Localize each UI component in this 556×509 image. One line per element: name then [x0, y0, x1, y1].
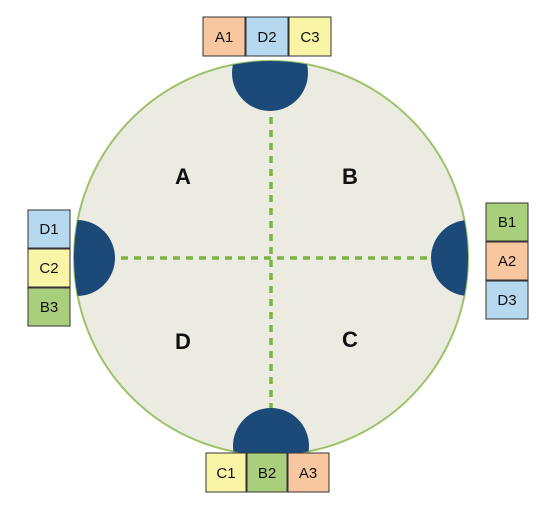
box-left-1-label: C2 [39, 260, 58, 277]
box-left-2 [27, 287, 71, 327]
box-bottom-2 [287, 452, 330, 493]
node-right [431, 220, 468, 296]
node-bottom-boxes: C1 B2 A3 [205, 452, 330, 493]
box-right-0 [485, 202, 529, 242]
box-left-1 [27, 248, 71, 288]
box-top-0 [202, 16, 246, 57]
quadrant-label-a: A [175, 164, 191, 189]
node-right-boxes: B1 A2 D3 [485, 202, 529, 320]
box-bottom-1-label: B2 [258, 465, 276, 482]
box-bottom-0 [205, 452, 247, 493]
box-right-0-label: B1 [498, 214, 516, 231]
box-right-1-label: A2 [498, 253, 516, 270]
node-top-boxes: A1 D2 C3 [202, 16, 332, 57]
box-bottom-0-label: C1 [216, 465, 235, 482]
box-top-2 [288, 16, 332, 57]
quadrant-label-b: B [342, 164, 358, 189]
quadrant-label-c: C [342, 327, 358, 352]
node-bottom [233, 408, 309, 455]
box-left-0 [27, 209, 71, 249]
node-top [232, 61, 308, 111]
box-left-2-label: B3 [40, 299, 58, 316]
box-top-2-label: C3 [300, 29, 319, 46]
box-top-0-label: A1 [215, 29, 233, 46]
box-bottom-1 [246, 452, 288, 493]
box-right-1 [485, 241, 529, 281]
box-left-0-label: D1 [39, 221, 58, 238]
box-bottom-2-label: A3 [299, 465, 317, 482]
node-left [74, 220, 115, 296]
box-right-2-label: D3 [497, 292, 516, 309]
node-left-boxes: D1 C2 B3 [27, 209, 71, 327]
box-top-1-label: D2 [257, 29, 276, 46]
box-right-2 [485, 280, 529, 320]
quadrant-label-d: D [175, 329, 191, 354]
box-top-1 [245, 16, 289, 57]
